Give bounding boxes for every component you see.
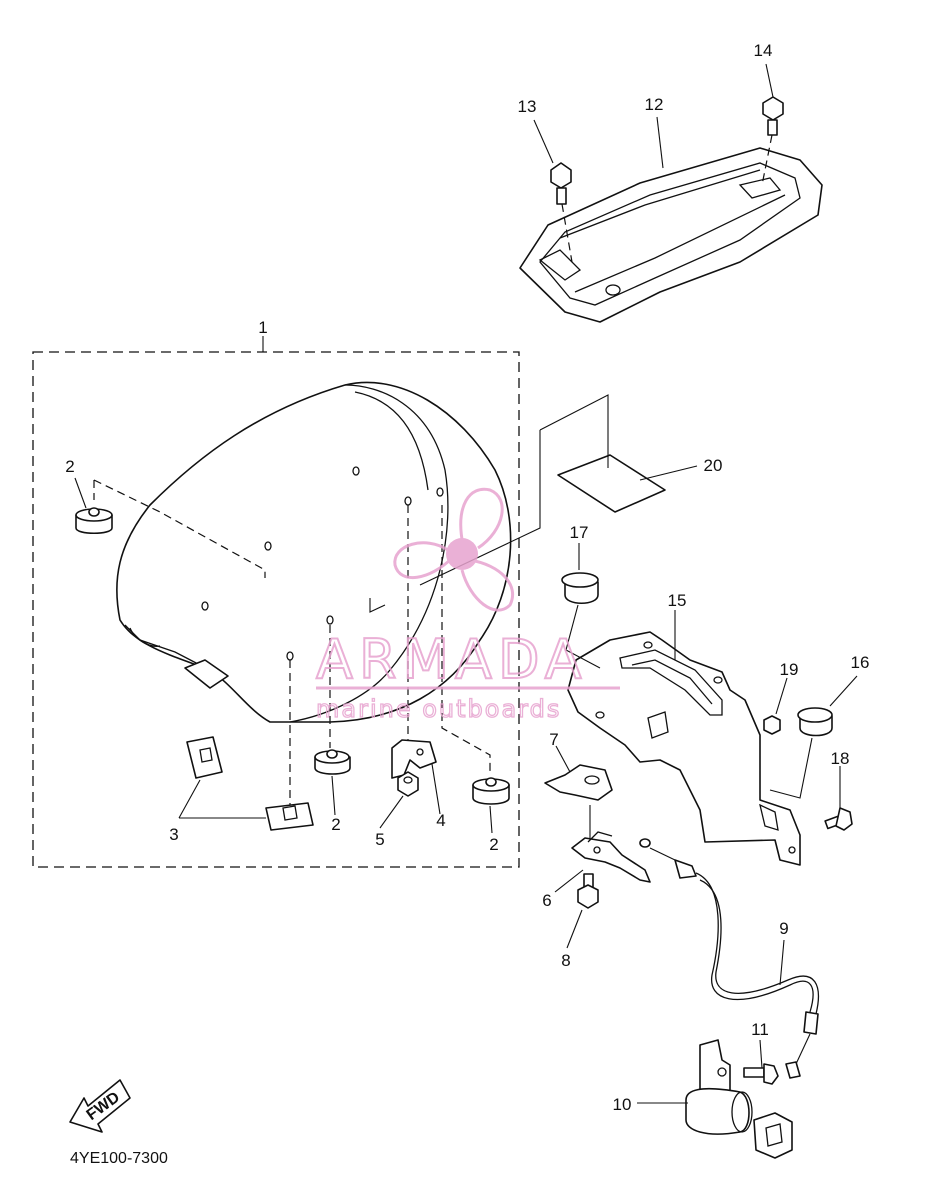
- part-1-group-box: [32, 351, 520, 868]
- callout-18: 18: [831, 749, 850, 768]
- armada-watermark: ARMADA marine outboards: [315, 487, 620, 724]
- fwd-arrow: FWD: [69, 1079, 131, 1133]
- callout-19: 19: [780, 660, 799, 679]
- diagram-code: 4YE100-7300: [70, 1150, 168, 1167]
- callout-2: 2: [489, 835, 498, 854]
- part-12-rear-cover: [519, 147, 823, 323]
- part-9-cable: [639, 838, 820, 1079]
- part-10-key-lock: [685, 1039, 793, 1159]
- assembly-line: [441, 505, 491, 775]
- callout-13: 13: [518, 97, 537, 116]
- callout-2: 2: [65, 457, 74, 476]
- part-5-nut: [397, 771, 419, 797]
- callout-16: 16: [851, 653, 870, 672]
- part-3-clip: [186, 736, 223, 779]
- part-6-lock: [571, 805, 651, 883]
- part-15-bracket: [567, 631, 801, 866]
- part-8-bolt: [577, 873, 599, 909]
- part-2-damper: [75, 507, 113, 535]
- part-20-label: [419, 394, 666, 586]
- watermark-brand: ARMADA: [316, 628, 588, 691]
- part-17-grommet: [561, 572, 601, 669]
- callout-1: 1: [258, 318, 267, 337]
- part-1-seat: [116, 381, 512, 723]
- leader-lines: [74, 63, 858, 1104]
- part-11-screw: [743, 1063, 779, 1085]
- callout-5: 5: [375, 830, 384, 849]
- callout-10: 10: [613, 1095, 632, 1114]
- propeller-logo-icon: [393, 487, 515, 612]
- part-19-nut: [763, 715, 781, 735]
- callout-7: 7: [549, 730, 558, 749]
- part-3-clip: [265, 802, 314, 831]
- callout-14: 14: [754, 41, 773, 60]
- callout-11: 11: [751, 1020, 769, 1039]
- callouts: 1 2 2 2 3 4 5 6 7 8 9 10 11 12 13 14 15 …: [65, 41, 869, 1114]
- callout-6: 6: [542, 891, 551, 910]
- callout-4: 4: [436, 811, 445, 830]
- assembly-line: [369, 598, 386, 613]
- part-16-grommet: [769, 707, 833, 799]
- callout-12: 12: [645, 95, 664, 114]
- part-4-bracket: [391, 739, 437, 779]
- watermark-tagline: marine outboards: [316, 695, 561, 723]
- part-2-damper: [472, 777, 510, 805]
- part-7-plate: [544, 764, 613, 801]
- callout-2: 2: [331, 815, 340, 834]
- part-13-bolt: [550, 162, 573, 263]
- part-2-damper: [314, 749, 351, 775]
- assembly-line: [93, 479, 266, 578]
- part-18-bolt: [824, 807, 853, 831]
- callout-8: 8: [561, 951, 570, 970]
- callout-17: 17: [570, 523, 589, 542]
- callout-15: 15: [668, 591, 687, 610]
- callout-20: 20: [704, 456, 723, 475]
- callout-9: 9: [779, 919, 788, 938]
- callout-3: 3: [169, 825, 178, 844]
